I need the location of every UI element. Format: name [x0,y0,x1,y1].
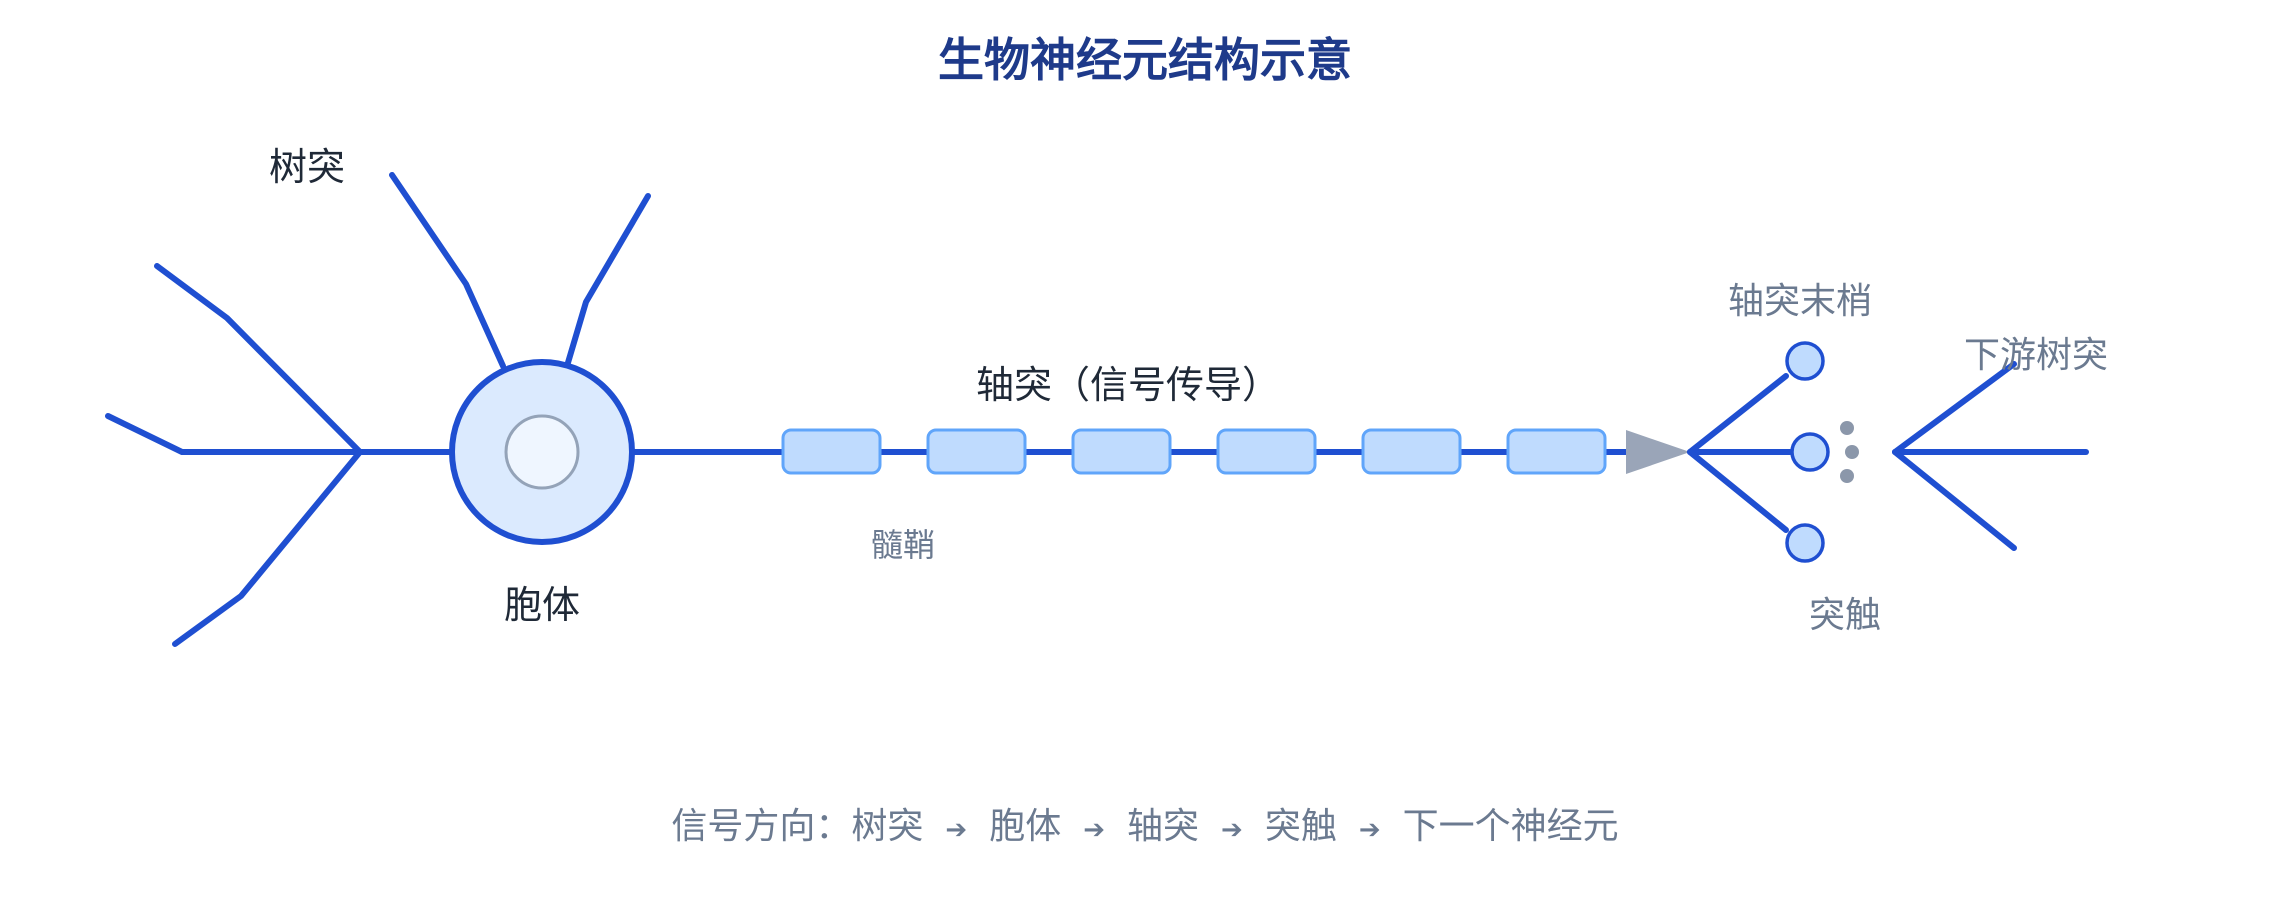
flow-arrow-icon: ➔ [945,815,967,845]
myelin-segment [1506,428,1607,475]
myelin-segment [1071,428,1172,475]
terminal-bouton [1785,341,1825,381]
synapse-label: 突触 [1809,595,1881,636]
downstream-dendrite-label: 下游树突 [1964,335,2108,376]
dendrite-branch [105,413,363,455]
myelin-segment [1361,428,1462,475]
nucleus [504,414,580,490]
dendrite-branch [154,263,363,455]
flow-step: 胞体 [989,806,1061,847]
dendrite-branch [389,172,506,369]
synapse-dot [1845,445,1859,459]
axon-label: 轴突（信号传导） [976,363,1280,407]
downstream-branch [1892,361,2017,455]
synapse-dot [1840,469,1854,483]
flow-arrow-icon: ➔ [1083,815,1105,845]
flow-prefix: 信号方向： [671,806,851,847]
flow-step: 下一个神经元 [1403,806,1619,847]
flow-step: 轴突 [1127,806,1199,847]
dendrite-label: 树突 [269,145,345,189]
myelin-segment [926,428,1027,475]
myelin-label: 髓鞘 [871,526,935,564]
terminal-bouton [1790,432,1830,472]
flow-arrow-icon: ➔ [1359,815,1381,845]
axon-terminal-branches [1687,341,1830,563]
diagram-title: 生物神经元结构示意 [938,33,1352,87]
myelin-segment [781,428,882,475]
downstream-branch [1892,449,2017,551]
myelin-sheath [781,428,1607,475]
axon-terminal-label: 轴突末梢 [1728,281,1872,322]
dendrite-branch [564,193,651,369]
signal-flow-caption: 信号方向：树突 ➔ 胞体 ➔ 轴突 ➔ 突触 ➔ 下一个神经元 [671,806,1618,847]
flow-step: 树突 [851,806,923,847]
terminal-bouton [1785,523,1825,563]
terminal-branch [1687,449,1789,533]
downstream-dendrite-branches [1892,361,2089,551]
dendrite-branch [172,449,363,647]
soma-label: 胞体 [504,583,580,627]
dendrite-branches [105,172,651,647]
synapse-dot [1840,421,1854,435]
myelin-segment [1216,428,1317,475]
flow-arrow-icon: ➔ [1221,815,1243,845]
synapse-vesicles [1840,421,1859,483]
terminal-branch [1687,373,1789,455]
flow-step: 突触 [1265,806,1337,847]
axon-arrowhead [1626,430,1690,474]
